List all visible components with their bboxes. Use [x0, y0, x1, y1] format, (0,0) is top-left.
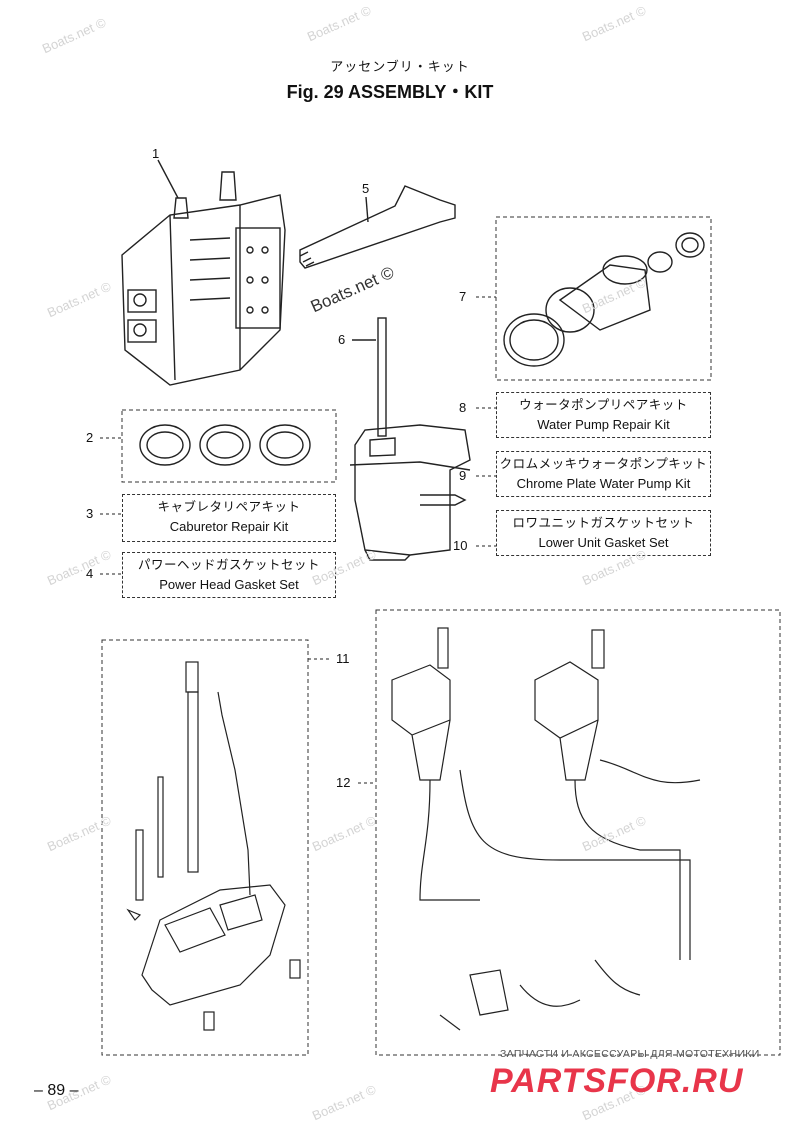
callout-7: 7: [459, 289, 467, 304]
kit-label-10: ロワユニットガスケットセット Lower Unit Gasket Set: [496, 510, 711, 556]
kit-9-jp-label: クロムメッキウォータポンプキット: [499, 457, 708, 471]
kit-3-en-label: Caburetor Repair Kit: [169, 519, 289, 534]
lower-casing-kit-illustration: [126, 661, 301, 1031]
callout-1: 1: [152, 146, 160, 161]
title-japanese: アッセンブリ・キット: [330, 60, 470, 75]
kit-frame-7: [495, 216, 712, 381]
kit-3-jp-label: キャブレタリペアキット: [157, 500, 301, 514]
kit-label-3: キャブレタリペアキット Caburetor Repair Kit: [122, 494, 336, 542]
callout-9: 9: [459, 468, 467, 483]
kit-frame-12: [375, 609, 781, 1056]
callout-8: 8: [459, 400, 467, 415]
callout-5: 5: [362, 181, 370, 196]
callout-11: 11: [336, 651, 350, 666]
kit-frame-11: [101, 639, 309, 1056]
kit-label-9: クロムメッキウォータポンプキット Chrome Plate Water Pump…: [496, 451, 711, 497]
kit-8-jp-label: ウォータポンプリペアキット: [519, 398, 688, 412]
figure-title: Fig. 29 ASSEMBLY・KIT: [286, 82, 494, 102]
kit-label-4: パワーヘッドガスケットセット Power Head Gasket Set: [122, 552, 336, 598]
callout-4: 4: [86, 566, 94, 581]
kit-8-en-label: Water Pump Repair Kit: [537, 417, 670, 432]
piston-rings-illustration: [139, 424, 311, 466]
kit-4-en-label: Power Head Gasket Set: [159, 577, 299, 592]
kit-frame-2: [121, 409, 337, 483]
leader-line-5: [365, 196, 369, 223]
shop-logo[interactable]: PARTSFOR.RU: [490, 1062, 744, 1100]
callout-6: 6: [338, 332, 346, 347]
callout-12: 12: [336, 775, 351, 790]
water-pump-parts-illustration: [503, 232, 705, 367]
kit-label-8: ウォータポンプリペアキット Water Pump Repair Kit: [496, 392, 711, 438]
drive-shaft-housing-illustration: [299, 185, 456, 269]
kit-4-jp-label: パワーヘッドガスケットセット: [137, 558, 320, 572]
shop-tagline: ЗАПЧАСТИ И АКСЕССУАРЫ ДЛЯ МОТОТЕХНИКИ: [500, 1048, 760, 1060]
kit-10-en-label: Lower Unit Gasket Set: [538, 535, 669, 550]
callout-10: 10: [453, 538, 468, 553]
callout-3: 3: [86, 506, 94, 521]
remote-control-illustration: [391, 627, 701, 1031]
leader-line-1: [157, 159, 179, 199]
page-number: – 89 –: [34, 1082, 79, 1099]
power-head-illustration: [121, 171, 286, 386]
kit-9-en-label: Chrome Plate Water Pump Kit: [516, 476, 691, 491]
kit-10-jp-label: ロワユニットガスケットセット: [512, 516, 695, 530]
callout-2: 2: [86, 430, 94, 445]
lower-unit-illustration: [349, 317, 471, 561]
